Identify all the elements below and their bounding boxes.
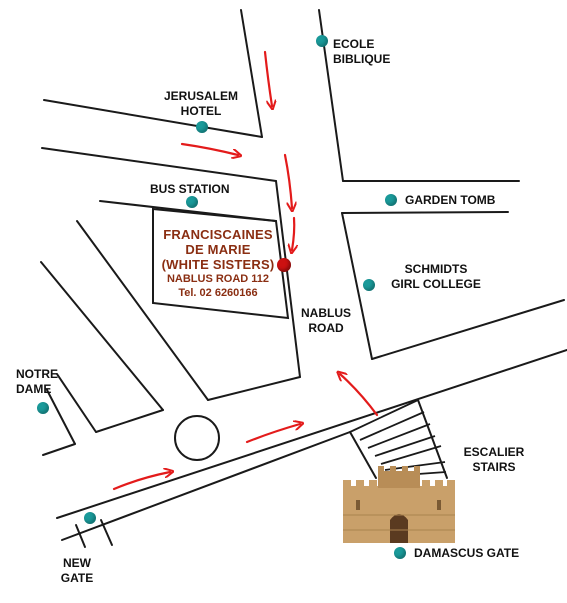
venue-block: [152, 207, 290, 320]
damascus-gate-icon: [343, 466, 455, 543]
road-damascus-approach-west: [349, 431, 377, 479]
road-schmidts-bottom: [371, 299, 565, 360]
label-bus-station: BUS STATION: [150, 182, 230, 196]
red-arrow-icon: [283, 153, 292, 208]
road-network: [40, 9, 567, 548]
road-spur-d: [42, 443, 76, 456]
venue-address: NABLUS ROAD 112: [166, 273, 270, 285]
venue-name-line-1: FRANCISCAINES: [163, 227, 273, 242]
label-jerusalem-hotel: JERUSALEM HOTEL: [163, 89, 238, 118]
road-diagonal-west: [76, 220, 209, 401]
schmidts-dot-icon: [363, 279, 375, 291]
notre-dame-dot-icon: [37, 402, 49, 414]
label-schmidts-girl-college: SCHMIDTS GIRL COLLEGE: [391, 262, 481, 291]
damascus-gate-dot-icon: [394, 547, 406, 559]
roundabout-circle-icon: [174, 415, 220, 461]
venue-name-line-2: DE MARIE: [185, 242, 251, 257]
direction-arrows: [112, 50, 379, 491]
road-jerusalem-hotel-top: [43, 99, 263, 138]
nablus-road-west-edge: [275, 180, 301, 378]
red-arrow-icon: [112, 472, 170, 491]
road-main-north-edge: [56, 349, 567, 519]
road-diagonal-west-2: [40, 261, 164, 411]
road-street-north: [207, 376, 301, 401]
red-arrow-icon: [263, 50, 272, 106]
road-small-spur-b: [56, 373, 97, 433]
label-garden-tomb: GARDEN TOMB: [405, 193, 496, 207]
road-damascus-approach-east: [417, 399, 448, 479]
venue-label: FRANCISCAINES DE MARIE (WHITE SISTERS) N…: [154, 227, 282, 300]
red-arrow-icon: [180, 142, 238, 155]
ecole-biblique-dot-icon: [316, 35, 328, 47]
venue-name-line-3: (WHITE SISTERS): [161, 257, 275, 272]
red-arrow-icon: [292, 216, 294, 250]
jerusalem-hotel-dot-icon: [196, 121, 208, 133]
label-ecole-biblique: ECOLE BIBLIQUE: [333, 37, 391, 66]
label-damascus-gate: DAMASCUS GATE: [414, 546, 520, 560]
road-garden-tomb-bottom: [341, 211, 509, 214]
road-new-gate-west: [75, 524, 86, 548]
garden-tomb-dot-icon: [385, 194, 397, 206]
escalier-stairs-lines: [349, 399, 447, 477]
bus-station-dot-icon: [186, 196, 198, 208]
red-arrow-icon: [245, 424, 300, 444]
road-jerusalem-hotel-bottom: [41, 147, 277, 182]
road-small-spur-a: [95, 409, 164, 433]
red-arrow-icon: [340, 374, 379, 417]
new-gate-dot-icon: [84, 512, 96, 524]
label-escalier-stairs: ESCALIER STAIRS: [463, 445, 525, 474]
label-nablus-road: NABLUS ROAD: [301, 306, 351, 335]
red-dot-marker-icon: [277, 258, 291, 272]
road-main-south-edge: [61, 431, 351, 541]
road-small-spur-c: [46, 389, 76, 445]
nablus-road-east-edge: [341, 212, 373, 360]
road-new-gate-east: [100, 519, 113, 546]
label-new-gate: NEW GATE: [60, 556, 94, 585]
label-notre-dame: NOTRE DAME: [16, 367, 58, 396]
road-north-left-edge: [240, 9, 263, 138]
venue-phone: Tel. 02 6260166: [178, 287, 258, 299]
